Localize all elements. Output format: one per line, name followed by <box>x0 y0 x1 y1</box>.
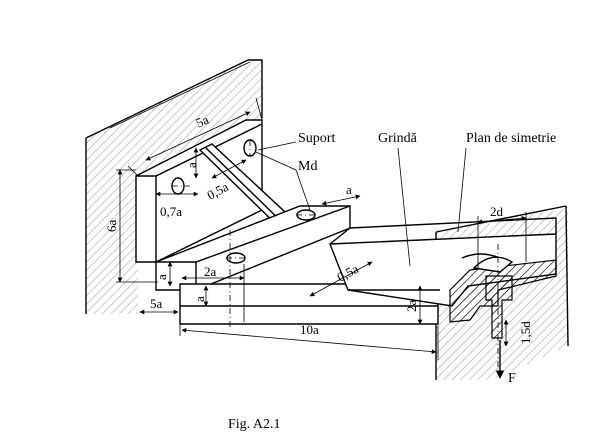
dim-a-right: a <box>346 182 352 197</box>
dim-6a: 6a <box>104 220 119 233</box>
beam <box>328 217 557 339</box>
label-force: F <box>508 371 516 386</box>
leaders <box>255 141 467 267</box>
dim-10a: 10a <box>300 322 319 337</box>
label-md: Md <box>298 159 317 174</box>
dim-a-vertical: a <box>184 162 199 168</box>
label-suport: Suport <box>298 131 335 146</box>
dim-07a: 0,7a <box>160 204 182 219</box>
dimension-lines <box>116 97 527 379</box>
figure-caption: Fig. A2.1 <box>228 417 281 432</box>
dim-2d: 2d <box>490 204 504 219</box>
dim-5a-bottom: 5a <box>150 296 163 311</box>
dim-2a-base: 2a <box>204 264 217 279</box>
dim-a-left: a <box>154 274 169 280</box>
dim-15d: 1,5d <box>518 321 533 344</box>
dim-5a-top: 5a <box>194 112 212 131</box>
label-grinda: Grindă <box>378 131 418 146</box>
label-plan-simetrie: Plan de simetrie <box>466 131 556 146</box>
dim-a-under: a <box>192 296 207 302</box>
dim-2a-right: 2a <box>404 300 419 313</box>
